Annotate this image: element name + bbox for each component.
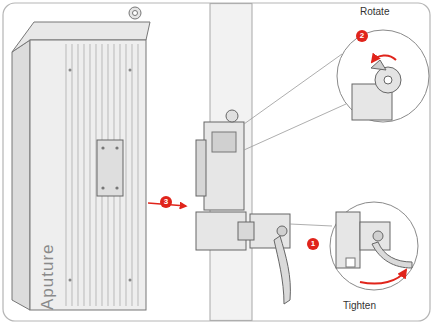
step-caption: Tighten bbox=[343, 300, 376, 311]
step-caption: Rotate bbox=[360, 6, 389, 17]
callout-number: 1 bbox=[307, 238, 319, 250]
callout-number: 2 bbox=[356, 30, 368, 42]
callout-number: 3 bbox=[160, 196, 172, 208]
brand-logo: Aputure bbox=[38, 243, 58, 310]
